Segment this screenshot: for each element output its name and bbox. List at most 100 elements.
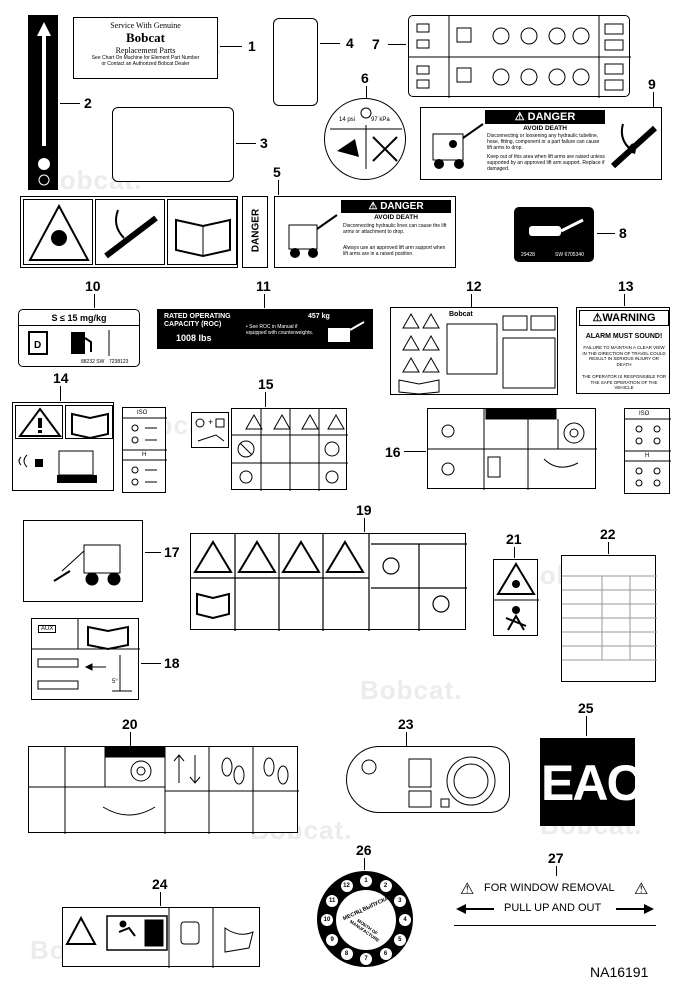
decal-8-number-2: SW 6705340 bbox=[555, 252, 584, 258]
callout-12: 12 bbox=[466, 278, 482, 294]
attachment-icon bbox=[195, 418, 225, 442]
safety-icons-grid bbox=[232, 409, 348, 491]
callout-14: 14 bbox=[53, 370, 69, 386]
lift-arm-support-icon bbox=[104, 209, 158, 259]
callout-21: 21 bbox=[506, 531, 522, 547]
decal-5-pictorial bbox=[20, 196, 238, 268]
roc-line-1: RATED OPERATING bbox=[164, 313, 231, 320]
leader-4 bbox=[320, 43, 340, 44]
decal-1-title: Service With Genuine bbox=[110, 21, 181, 30]
fuel-pump-icon: D bbox=[28, 330, 110, 356]
decal-1-note-1: See Chart On Machine for Element Part Nu… bbox=[91, 55, 200, 61]
warning-triangle-icon: ⚠ bbox=[460, 881, 475, 898]
callout-24: 24 bbox=[152, 876, 168, 892]
emergency-exit-icons bbox=[65, 908, 254, 968]
decal-14-cell-1 bbox=[15, 405, 63, 439]
callout-7: 7 bbox=[372, 36, 380, 52]
aux-degrees: 5° bbox=[112, 679, 118, 685]
aux-hydraulic-icons bbox=[32, 619, 140, 692]
decal-13-header-text: WARNING bbox=[602, 312, 656, 324]
seatbelt-warning-icon bbox=[494, 562, 539, 631]
callout-8: 8 bbox=[619, 225, 627, 241]
leader-18 bbox=[141, 663, 161, 664]
warning-triangle-icon: ⚠ bbox=[592, 312, 603, 324]
leader-16 bbox=[404, 451, 426, 452]
callout-25: 25 bbox=[578, 700, 594, 716]
decal-12-operating: Bobcat bbox=[390, 307, 558, 395]
leader-17 bbox=[145, 552, 161, 553]
leader-3 bbox=[236, 143, 256, 144]
control-pattern-icons bbox=[123, 417, 167, 486]
decal-24-exit bbox=[62, 907, 260, 968]
hydraulic-warning-icon bbox=[330, 107, 402, 169]
callout-16: 16 bbox=[385, 444, 401, 460]
leader-11 bbox=[264, 294, 265, 308]
manual-book-icon bbox=[71, 412, 109, 440]
dial-month-number: 2 bbox=[379, 880, 392, 893]
dial-month-number: 3 bbox=[393, 894, 406, 907]
callout-2: 2 bbox=[84, 95, 92, 111]
decal-10-number-1: 88232 SW bbox=[81, 359, 105, 365]
leader-19 bbox=[364, 518, 365, 532]
roc-kg: 457 kg bbox=[308, 313, 330, 320]
dial-month-number: 4 bbox=[399, 914, 411, 926]
dial-month-number: 12 bbox=[340, 880, 353, 893]
decal-10-fuel: S ≤ 15 mg/kg D 88232 SW 7238123 bbox=[18, 309, 140, 367]
decal-5-bullet-2: Always use an approved lift arm support … bbox=[343, 245, 446, 257]
decal-5-header-text: DANGER bbox=[380, 201, 424, 212]
decal-5-cell-2 bbox=[95, 199, 165, 265]
warning-triangle-icon: ⚠ bbox=[634, 881, 649, 898]
leader-26 bbox=[364, 858, 365, 870]
leader-12 bbox=[471, 294, 472, 308]
decal-15-safety-grid bbox=[231, 408, 348, 491]
dial-month-number: 8 bbox=[340, 947, 353, 960]
decal-27-line-2: PULL UP AND OUT bbox=[504, 902, 602, 914]
leader-7 bbox=[388, 44, 406, 45]
decal-10-number-2: 7238123 bbox=[109, 359, 129, 365]
instrument-panel-icons bbox=[361, 756, 496, 808]
decal-3-blank bbox=[112, 107, 234, 182]
decal-9-header: ⚠ DANGER bbox=[485, 110, 605, 124]
decal-12-brand: Bobcat bbox=[449, 311, 473, 318]
crush-hazard-icon bbox=[28, 203, 90, 261]
decal-13-text-1: FAILURE TO MAINTAIN A CLEAR VIEW IN THE … bbox=[582, 345, 666, 367]
roc-line-2: CAPACITY (ROC) bbox=[164, 321, 222, 328]
decal-5-bullet-1: Disconnecting hydraulic lines can cause … bbox=[343, 223, 447, 235]
leader-1 bbox=[220, 46, 242, 47]
callout-20: 20 bbox=[122, 716, 138, 732]
dial-month-number: 1 bbox=[360, 875, 372, 887]
decal-5-header: ⚠ DANGER bbox=[341, 200, 451, 213]
callout-19: 19 bbox=[356, 502, 372, 518]
decal-5-sub: AVOID DEATH bbox=[374, 214, 418, 221]
decal-9-danger-lift-arm: ⚠ DANGER AVOID DEATH Disconnecting or lo… bbox=[420, 107, 662, 180]
callout-13: 13 bbox=[618, 278, 634, 294]
callout-5: 5 bbox=[273, 164, 281, 180]
loader-lift-arm-icon bbox=[432, 123, 484, 169]
h-label: H bbox=[645, 453, 650, 459]
manual-book-icon bbox=[175, 218, 231, 258]
leader-8 bbox=[597, 233, 615, 234]
callout-17: 17 bbox=[164, 544, 180, 560]
roc-value: 1008 lbs bbox=[176, 333, 212, 343]
decal-1-sub: Replacement Parts bbox=[115, 46, 176, 55]
leader-22 bbox=[608, 542, 609, 554]
iso-label: ISO bbox=[639, 411, 650, 417]
decal-iso-left: ISO H bbox=[122, 407, 167, 493]
dial-month-number: 11 bbox=[326, 894, 339, 907]
operation-icons-grid bbox=[29, 746, 299, 834]
decal-25-eac: EAC bbox=[540, 738, 643, 826]
dial-inner bbox=[336, 890, 396, 950]
callout-6: 6 bbox=[361, 70, 369, 86]
decal-27-line-1: FOR WINDOW REMOVAL bbox=[484, 882, 615, 894]
arrow-up-icon bbox=[37, 22, 51, 186]
leader-6 bbox=[366, 86, 367, 98]
leader-23 bbox=[406, 732, 407, 746]
eac-mark: EAC bbox=[541, 755, 643, 811]
callout-15: 15 bbox=[258, 376, 274, 392]
decal-5-vertical-danger: DANGER bbox=[242, 196, 268, 268]
leader-25 bbox=[586, 716, 587, 736]
decal-23-panel bbox=[346, 746, 510, 813]
decal-13-text-2: THE OPERATOR IS RESPONSIBLE FOR THE SAFE… bbox=[581, 374, 667, 390]
decal-18-aux: AUX 5° bbox=[31, 618, 140, 700]
